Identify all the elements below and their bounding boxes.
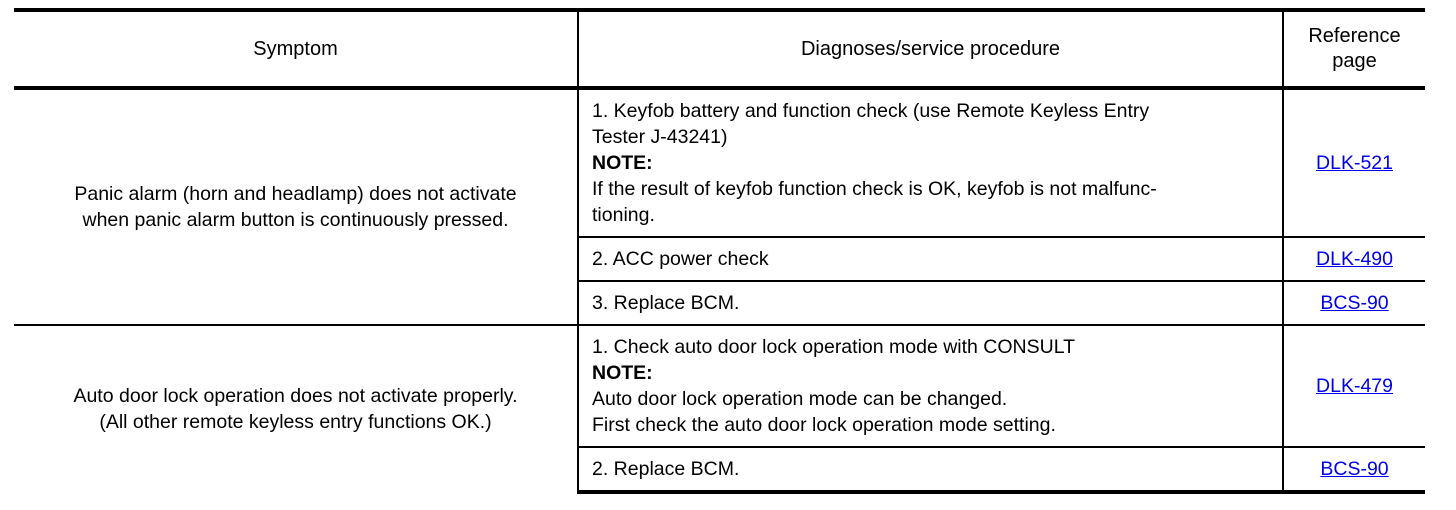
reference-link[interactable]: DLK-521 [1316, 152, 1393, 174]
procedure-line: 1. Check auto door lock operation mode w… [592, 336, 1076, 358]
symptom-line-1: Panic alarm (horn and headlamp) does not… [74, 183, 517, 205]
procedure-cell: 1. Keyfob battery and function check (us… [578, 88, 1284, 237]
procedure-line: 2. ACC power check [592, 248, 769, 270]
reference-page-line-2: page [1332, 50, 1377, 72]
symptom-line-1: Auto door lock operation does not activa… [73, 385, 518, 407]
table-body: Panic alarm (horn and headlamp) does not… [14, 88, 1425, 494]
procedure-line: 3. Replace BCM. [592, 292, 740, 314]
note-line: If the result of keyfob function check i… [592, 178, 1157, 200]
reference-link[interactable]: BCS-90 [1320, 292, 1389, 314]
symptom-cell-auto-door-lock: Auto door lock operation does not activa… [14, 324, 579, 492]
reference-page-cell: DLK-479 [1283, 324, 1425, 447]
reference-page-line-1: Reference [1308, 25, 1401, 47]
procedure-cell: 3. Replace BCM. [578, 280, 1284, 325]
table-row: Auto door lock operation does not activa… [14, 324, 1425, 492]
note-line: tioning. [592, 204, 655, 226]
procedure-cell: 2. Replace BCM. [578, 446, 1284, 494]
table-row: Panic alarm (horn and headlamp) does not… [14, 88, 1425, 325]
procedure-cell: 1. Check auto door lock operation mode w… [578, 324, 1284, 447]
symptom-line-2: when panic alarm button is continuously … [82, 209, 509, 231]
table-header: Symptom Diagnoses/service procedure Refe… [14, 8, 1425, 90]
reference-link[interactable]: BCS-90 [1320, 458, 1389, 480]
reference-page-cell: BCS-90 [1283, 446, 1425, 494]
procedure-line: 1. Keyfob battery and function check (us… [592, 100, 1150, 122]
symptom-cell-panic-alarm: Panic alarm (horn and headlamp) does not… [14, 88, 579, 325]
note-label: NOTE: [592, 152, 653, 174]
procedure-cell: 2. ACC power check [578, 236, 1284, 281]
column-header-reference-page: Reference page [1283, 8, 1425, 90]
reference-page-cell: DLK-521 [1283, 88, 1425, 237]
note-line: Auto door lock operation mode can be cha… [592, 388, 1008, 410]
column-header-procedure: Diagnoses/service procedure [578, 8, 1284, 90]
note-line: First check the auto door lock operation… [592, 414, 1056, 436]
note-label: NOTE: [592, 362, 653, 384]
procedure-line: 2. Replace BCM. [592, 458, 740, 480]
symptom-diagnosis-table: Symptom Diagnoses/service procedure Refe… [14, 8, 1425, 494]
table-row: 2. ACC power check DLK-490 [14, 236, 1425, 281]
table-row: 3. Replace BCM. BCS-90 [14, 280, 1425, 325]
symptom-diagnosis-table-wrapper: Symptom Diagnoses/service procedure Refe… [14, 8, 1425, 494]
symptom-line-2: (All other remote keyless entry function… [99, 411, 492, 433]
table-row: 2. Replace BCM. BCS-90 [14, 446, 1425, 494]
reference-link[interactable]: DLK-490 [1316, 248, 1393, 270]
reference-link[interactable]: DLK-479 [1316, 375, 1393, 397]
reference-page-cell: BCS-90 [1283, 280, 1425, 325]
procedure-line: Tester J-43241) [592, 126, 728, 148]
header-row: Symptom Diagnoses/service procedure Refe… [14, 8, 1425, 90]
reference-page-cell: DLK-490 [1283, 236, 1425, 281]
column-header-symptom: Symptom [14, 8, 579, 90]
